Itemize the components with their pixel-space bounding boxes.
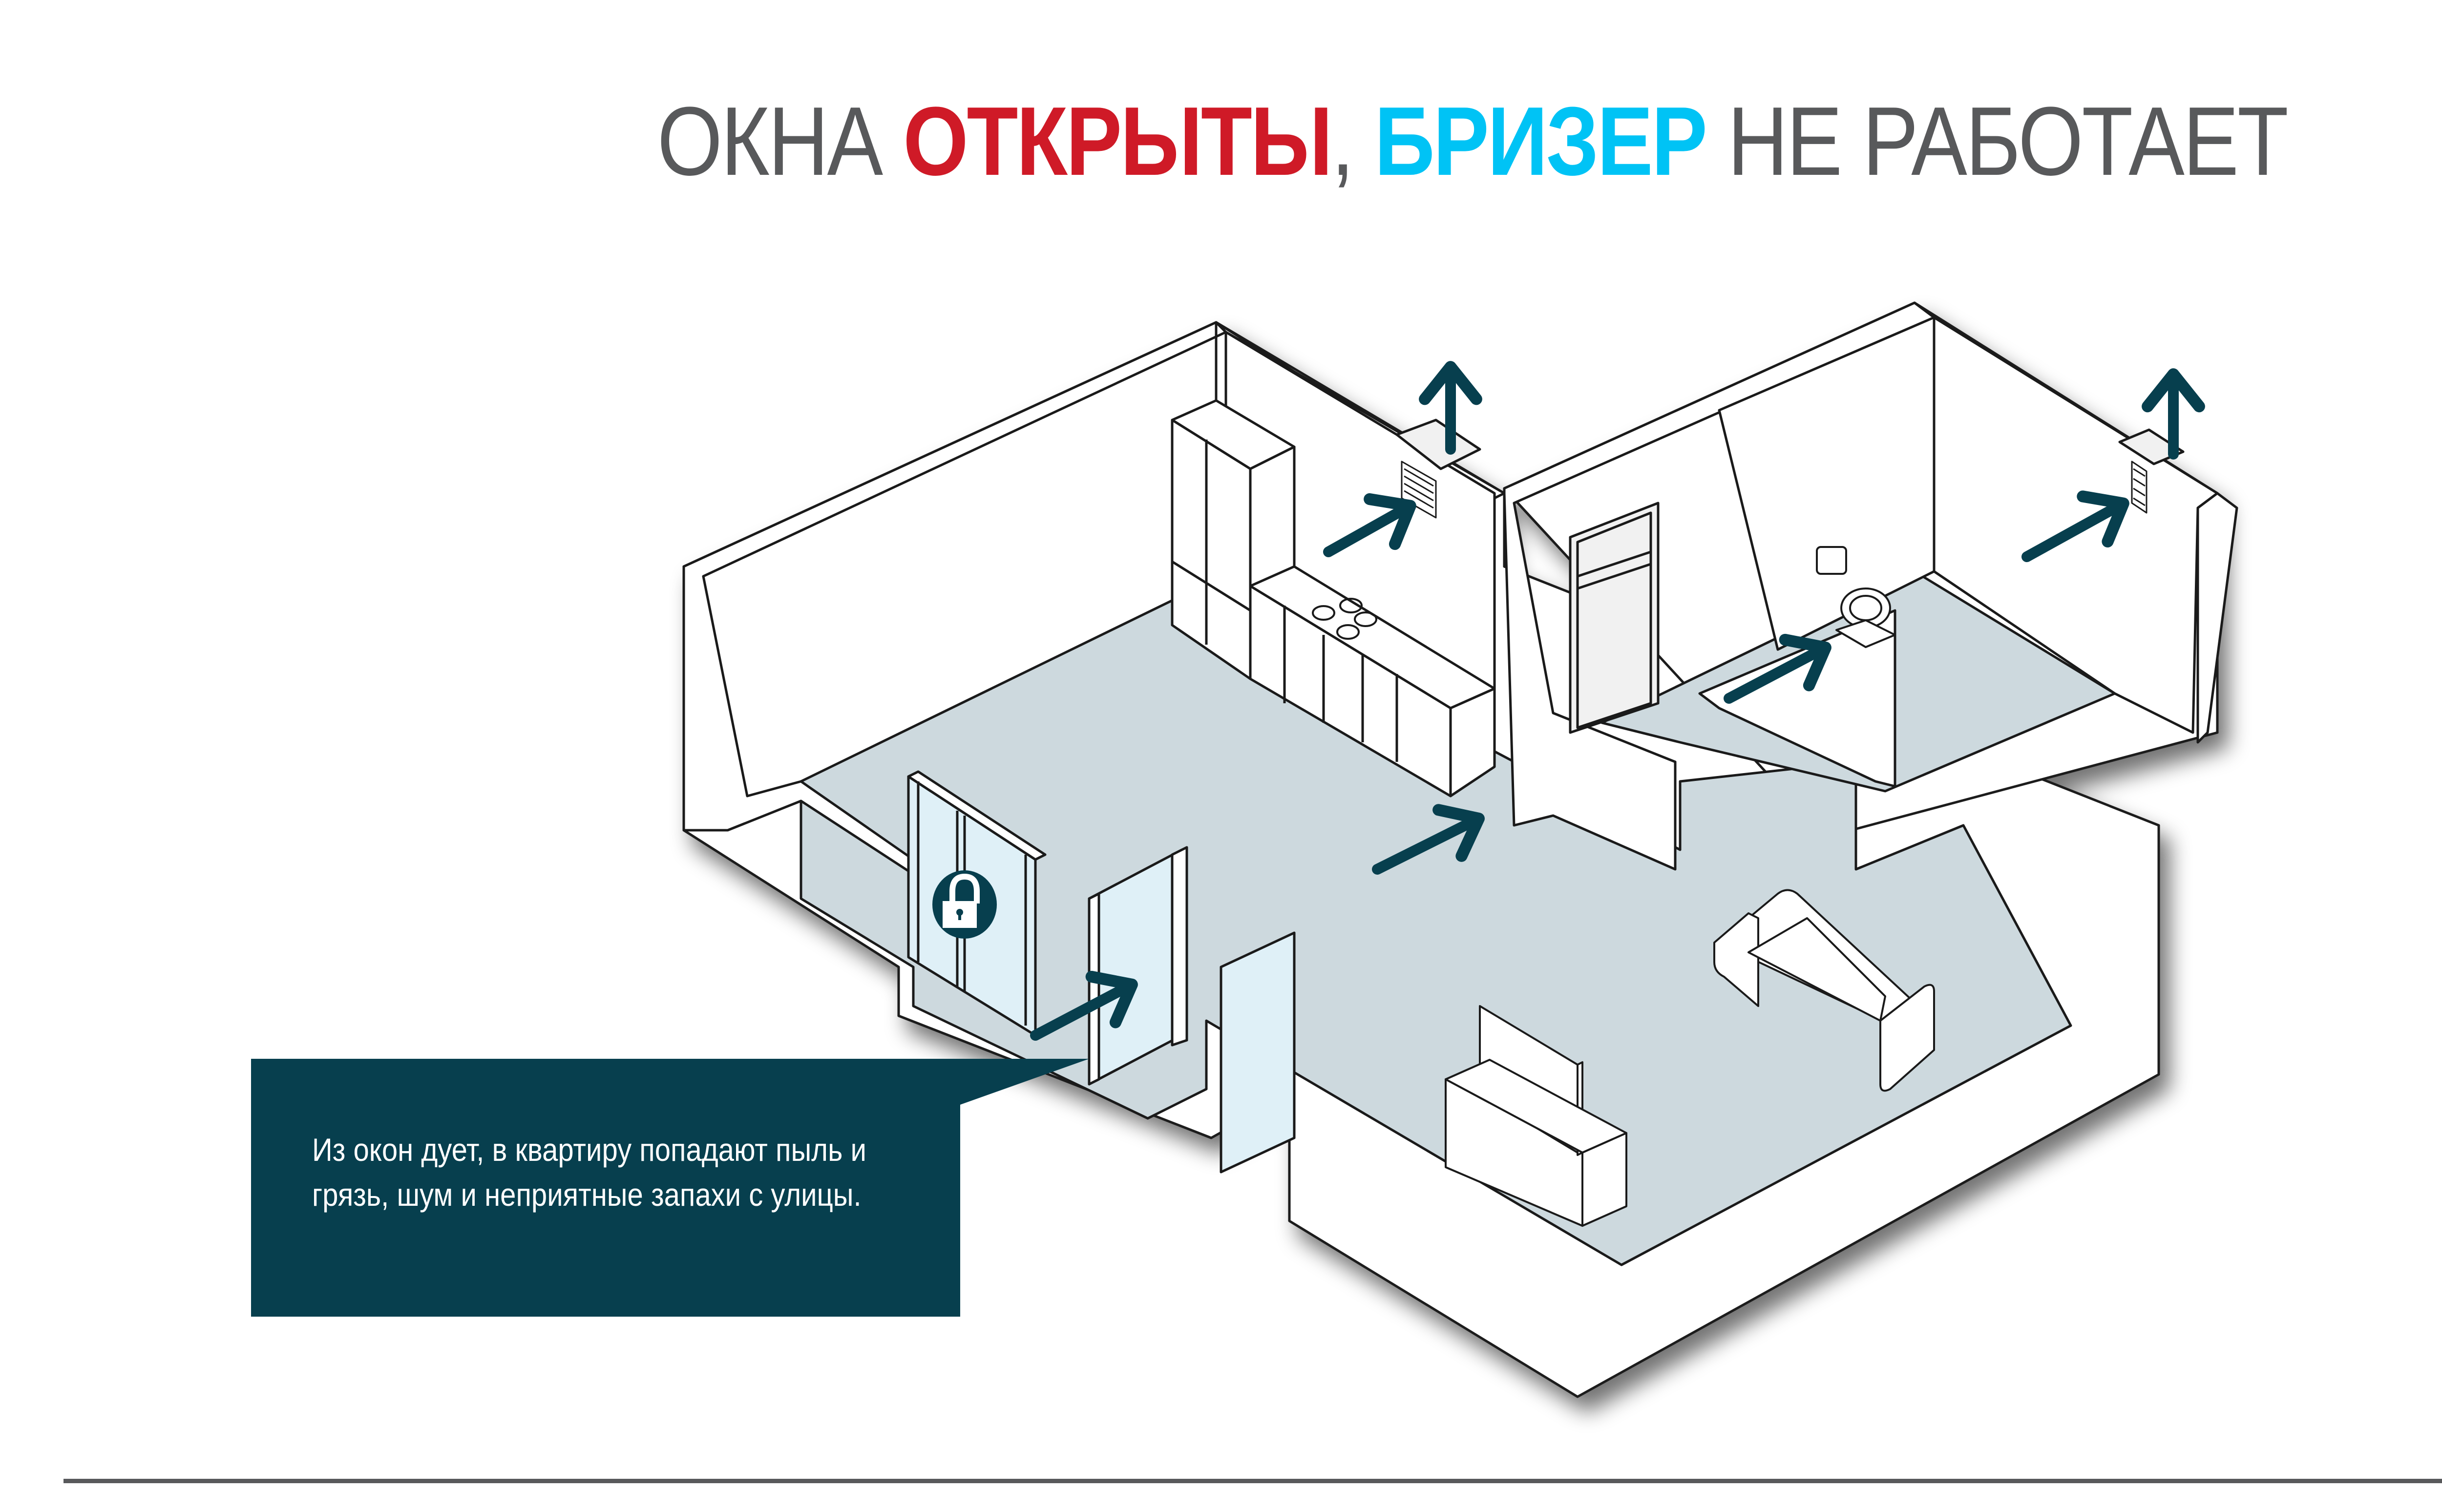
stove-icon xyxy=(1312,598,1377,640)
airflow-arrow-icon xyxy=(1372,804,1485,875)
bathroom-walls xyxy=(1503,301,2238,871)
kitchen-cabinets xyxy=(1171,399,1496,798)
title-highlight-breezer: БРИЗЕР xyxy=(1374,87,1707,196)
callout-text: Из окон дует, в квартиру попадают пыль и… xyxy=(312,1132,866,1213)
tv-icon xyxy=(1445,1005,1627,1227)
armchair-icon xyxy=(1713,889,1935,1092)
airflow-arrows xyxy=(1030,361,2205,1041)
title-comma: , xyxy=(1331,87,1375,196)
lock-icon xyxy=(932,870,997,939)
page-title: ОКНА ОТКРЫТЫ, БРИЗЕР НЕ РАБОТАЕТ xyxy=(212,83,2442,200)
bottom-divider xyxy=(63,1479,2442,1483)
info-callout: Из окон дует, в квартиру попадают пыль и… xyxy=(251,1059,960,1317)
title-part-not-working: НЕ РАБОТАЕТ xyxy=(1705,87,2289,196)
toilet-icon xyxy=(1816,546,1896,648)
airflow-arrow-icon xyxy=(1724,633,1832,704)
vent-shaft-kitchen xyxy=(1395,419,1481,470)
title-part-windows: ОКНА xyxy=(657,87,904,196)
vent-grille-icon xyxy=(1401,461,1437,519)
airflow-arrow-icon xyxy=(2021,490,2129,562)
airflow-arrow-icon xyxy=(1323,493,1416,557)
airflow-arrow-icon xyxy=(1030,970,1138,1041)
title-highlight-open: ОТКРЫТЫ xyxy=(903,87,1333,196)
callout-pointer xyxy=(938,1059,1089,1105)
vent-shaft-bathroom xyxy=(2118,428,2185,465)
door xyxy=(1569,502,1660,734)
vent-grille-icon xyxy=(2131,461,2147,514)
